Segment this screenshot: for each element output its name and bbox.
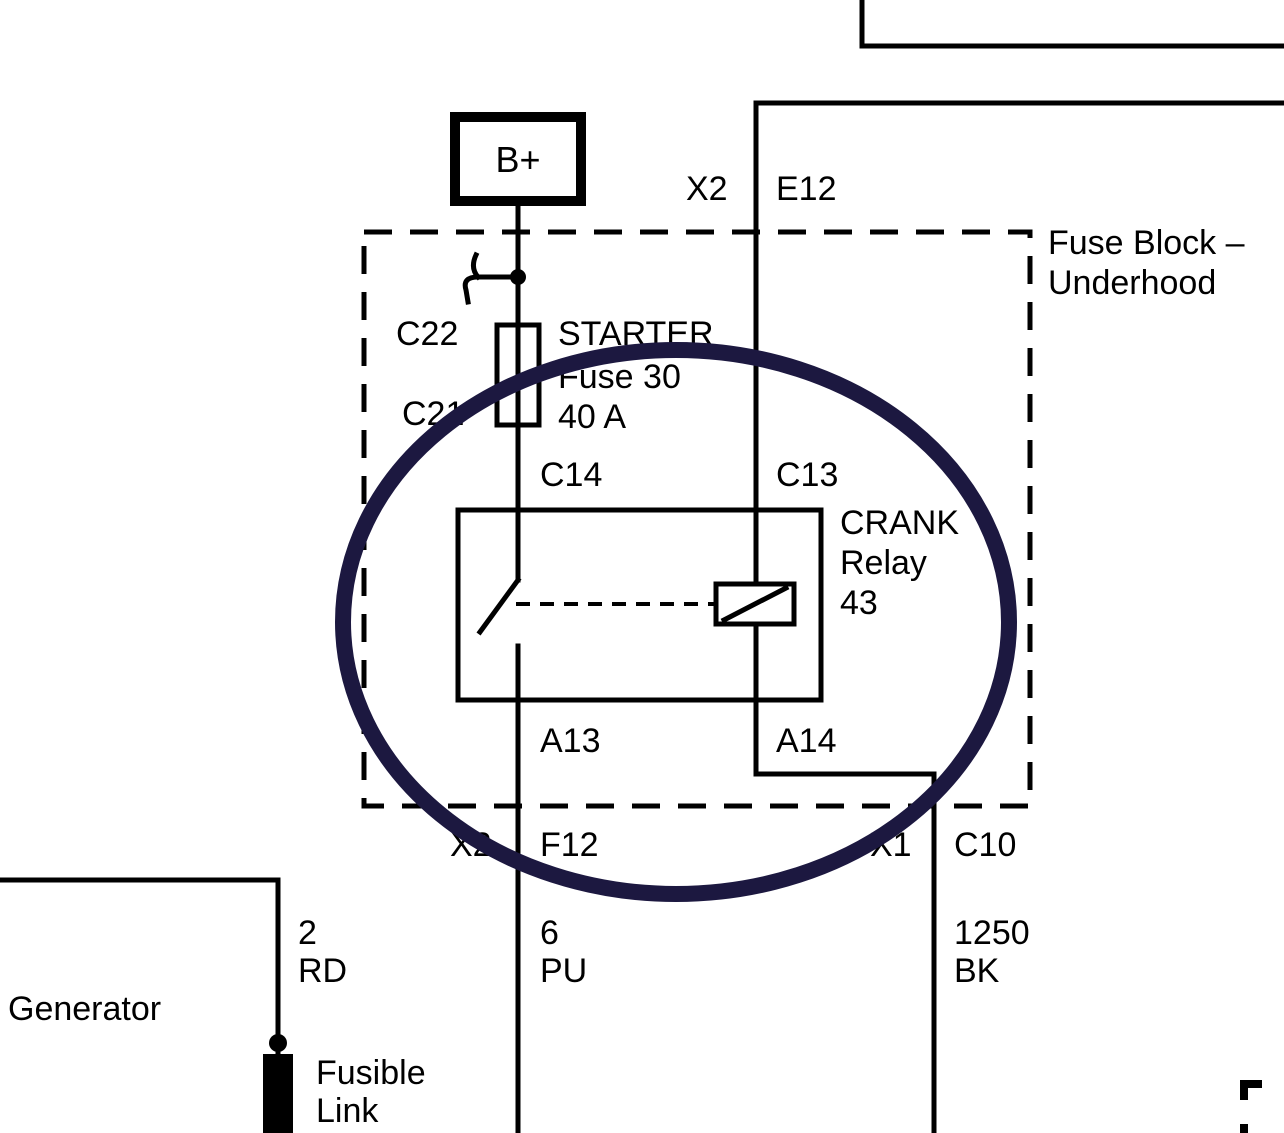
fusible-link-label-line1: Fusible	[316, 1054, 426, 1092]
battery-positive-label: B+	[495, 139, 540, 180]
fusible-link-splice-dot	[269, 1034, 287, 1052]
relay-coil-diagonal	[720, 584, 790, 624]
fusible-link-label-line2: Link	[316, 1092, 379, 1130]
relay-switch-arm	[476, 576, 522, 636]
lower-right-partial-dash	[1240, 1124, 1248, 1133]
fuse-block-label-line1: Fuse Block –	[1048, 224, 1245, 262]
connector-c13: C13	[776, 456, 838, 494]
fusible-link-symbol	[263, 1054, 293, 1133]
wire-2-gauge: 6	[540, 914, 559, 952]
splice-branch-hook-top	[470, 251, 482, 281]
connector-f12: F12	[540, 826, 599, 864]
connector-c22: C22	[396, 315, 458, 353]
connector-c10: C10	[954, 826, 1016, 864]
wire-e12-to-c10	[753, 100, 1284, 1133]
crank-relay-box	[455, 507, 824, 703]
splice-branch-hook	[462, 274, 521, 305]
lower-right-partial-outline	[1240, 1080, 1262, 1100]
connector-x2-top: X2	[686, 170, 728, 208]
fuse-block-label-line2: Underhood	[1048, 264, 1216, 302]
wire-3-gauge: 1250	[954, 914, 1030, 952]
connector-a13: A13	[540, 722, 601, 760]
wire-3-color: BK	[954, 952, 1000, 990]
wire-1-gauge: 2	[298, 914, 317, 952]
generator-label: Generator	[8, 990, 161, 1028]
relay-label-line2: Relay	[840, 544, 927, 582]
relay-label-line1: CRANK	[840, 504, 959, 542]
wire-1-color: RD	[298, 952, 347, 990]
upper-right-component-outline	[859, 0, 1284, 49]
highlight-ellipse	[335, 342, 1017, 902]
wire-2-color: PU	[540, 952, 587, 990]
connector-e12: E12	[776, 170, 837, 208]
fuse-label-line3: 40 A	[558, 398, 626, 436]
connector-c14: C14	[540, 456, 602, 494]
fuse-block-boundary	[361, 229, 1033, 809]
connector-a14: A14	[776, 722, 837, 760]
relay-label-line3: 43	[840, 584, 878, 622]
